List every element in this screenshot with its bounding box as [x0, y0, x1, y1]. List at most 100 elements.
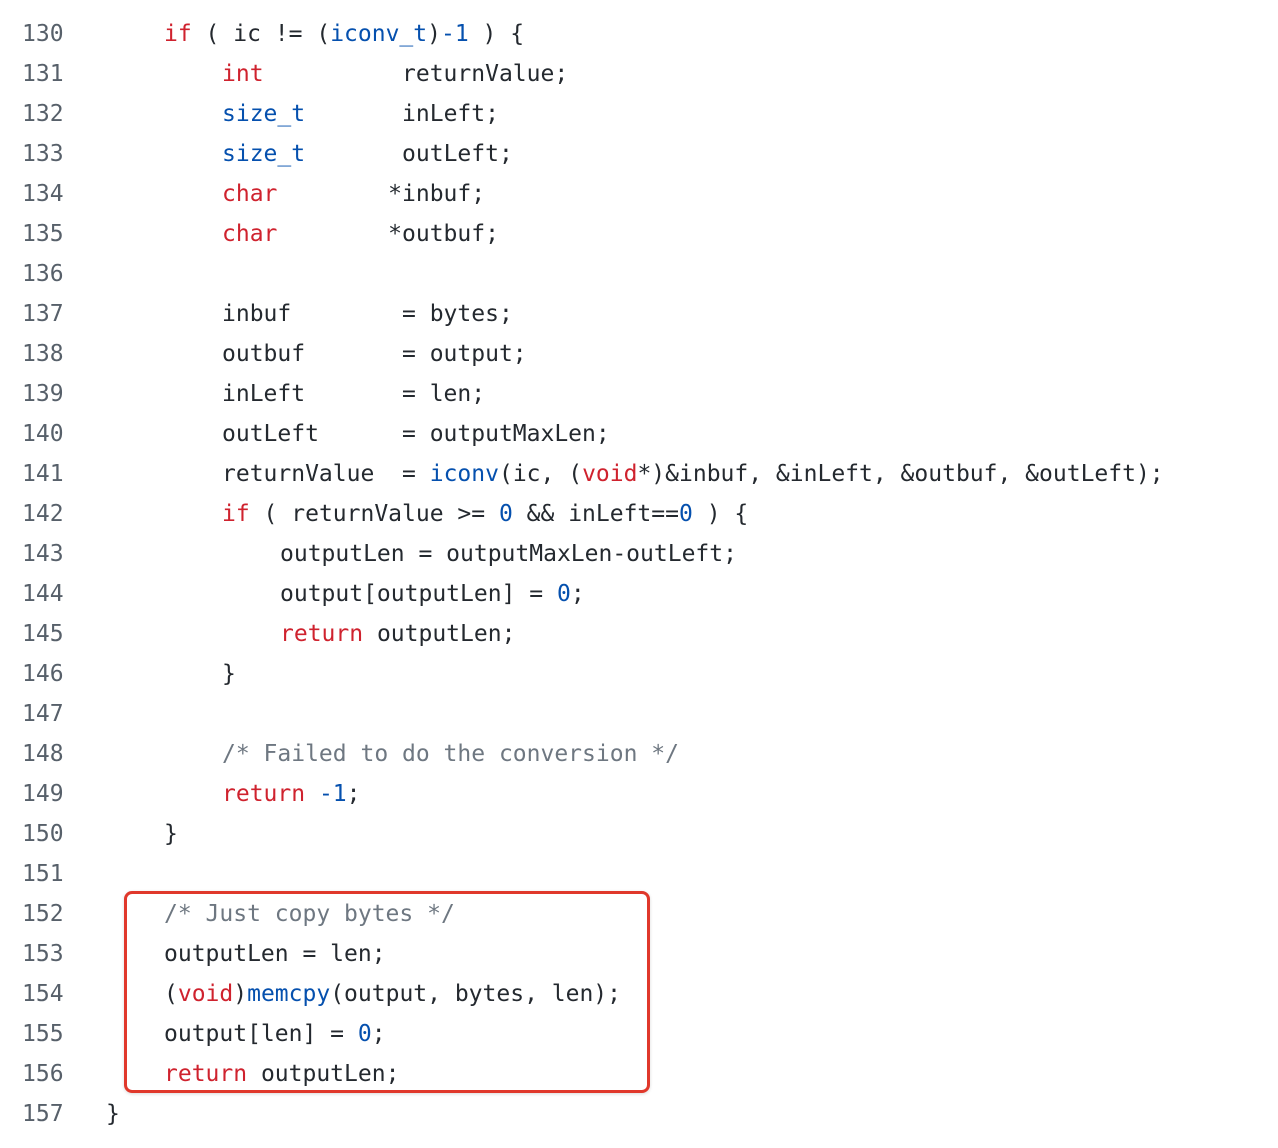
code-token: (ic, (	[498, 461, 583, 487]
code-token: outLeft = outputMaxLen;	[222, 421, 610, 447]
code-token: ) {	[692, 501, 749, 527]
code-line: 147	[0, 694, 1278, 734]
code-line: 151	[0, 854, 1278, 894]
code-token: *outbuf;	[277, 221, 499, 247]
code-token: *)&inbuf, &inLeft, &outbuf, &outLeft);	[637, 461, 1164, 487]
code-token: ) {	[468, 21, 525, 47]
code-text: }	[106, 1094, 120, 1134]
code-token: returnValue =	[222, 461, 430, 487]
code-token: inLeft;	[305, 101, 499, 127]
line-number[interactable]: 141	[22, 461, 64, 487]
code-line: 143 outputLen = outputMaxLen-outLeft;	[0, 534, 1278, 574]
line-number[interactable]: 135	[22, 221, 64, 247]
code-token: inLeft = len;	[222, 381, 486, 407]
code-line: 145 return outputLen;	[0, 614, 1278, 654]
line-number[interactable]: 151	[22, 861, 64, 887]
line-number[interactable]: 152	[22, 901, 64, 927]
line-number[interactable]: 145	[22, 621, 64, 647]
line-number[interactable]: 156	[22, 1061, 64, 1087]
line-number[interactable]: 155	[22, 1021, 64, 1047]
line-number[interactable]: 133	[22, 141, 64, 167]
code-line: 146}	[0, 654, 1278, 694]
code-token: -1	[318, 781, 347, 807]
code-line: 150}	[0, 814, 1278, 854]
code-token: return	[164, 1061, 248, 1087]
code-token: ( returnValue >=	[249, 501, 499, 527]
code-token: iconv_t	[330, 21, 428, 47]
code-line: 154(void)memcpy(output, bytes, len);	[0, 974, 1278, 1014]
code-token: )	[427, 21, 441, 47]
code-text: /* Failed to do the conversion */	[222, 734, 679, 774]
line-number[interactable]: 139	[22, 381, 64, 407]
line-number[interactable]: 150	[22, 821, 64, 847]
line-number[interactable]: 143	[22, 541, 64, 567]
code-token: outputLen;	[247, 1061, 400, 1087]
code-token: memcpy	[247, 981, 331, 1007]
line-number[interactable]: 153	[22, 941, 64, 967]
code-text: return outputLen;	[164, 1054, 399, 1094]
line-number[interactable]: 147	[22, 701, 64, 727]
code-token	[305, 781, 319, 807]
code-token: }	[106, 1101, 120, 1127]
code-token: void	[582, 461, 638, 487]
line-number[interactable]: 132	[22, 101, 64, 127]
code-token: outputLen;	[363, 621, 516, 647]
code-token: ;	[346, 781, 361, 807]
line-number[interactable]: 140	[22, 421, 64, 447]
code-token: outLeft;	[305, 141, 513, 167]
code-line: 137 inbuf = bytes;	[0, 294, 1278, 334]
line-number[interactable]: 144	[22, 581, 64, 607]
line-number[interactable]: 142	[22, 501, 64, 527]
code-line: 152 /* Just copy bytes */	[0, 894, 1278, 934]
code-token: outbuf = output;	[222, 341, 527, 367]
code-token: void	[177, 981, 234, 1007]
code-text: outputLen = len;	[164, 934, 386, 974]
code-text: }	[164, 814, 178, 854]
code-text: }	[222, 654, 236, 694]
line-number[interactable]: 138	[22, 341, 64, 367]
code-line: 153 outputLen = len;	[0, 934, 1278, 974]
code-token: (	[164, 981, 178, 1007]
code-token: ;	[371, 1021, 386, 1047]
code-token: /* Just copy bytes */	[164, 901, 455, 927]
code-text: char *inbuf;	[222, 174, 485, 214]
code-line: 138 outbuf = output;	[0, 334, 1278, 374]
code-text: return outputLen;	[280, 614, 515, 654]
code-line: 156 return outputLen;	[0, 1054, 1278, 1094]
line-number[interactable]: 130	[22, 21, 64, 47]
code-text: (void)memcpy(output, bytes, len);	[164, 974, 621, 1014]
code-token: -1	[440, 21, 469, 47]
line-number[interactable]: 149	[22, 781, 64, 807]
code-text: output[outputLen] = 0;	[280, 574, 585, 614]
code-text: if ( returnValue >= 0 && inLeft==0 ) {	[222, 494, 748, 534]
code-text: size_t outLeft;	[222, 134, 513, 174]
code-line: 140 outLeft = outputMaxLen;	[0, 414, 1278, 454]
line-number[interactable]: 148	[22, 741, 64, 767]
code-text: outputLen = outputMaxLen-outLeft;	[280, 534, 737, 574]
code-token: outputLen = len;	[164, 941, 386, 967]
line-number[interactable]: 157	[22, 1101, 64, 1127]
line-number[interactable]: 131	[22, 61, 64, 87]
code-token: inbuf = bytes;	[222, 301, 513, 327]
code-text: inLeft = len;	[222, 374, 485, 414]
code-line: 134 char *inbuf;	[0, 174, 1278, 214]
line-number[interactable]: 137	[22, 301, 64, 327]
code-line: 148 /* Failed to do the conversion */	[0, 734, 1278, 774]
code-text: output[len] = 0;	[164, 1014, 386, 1054]
code-text: inbuf = bytes;	[222, 294, 513, 334]
code-text: outbuf = output;	[222, 334, 527, 374]
code-line: 142 if ( returnValue >= 0 && inLeft==0 ) …	[0, 494, 1278, 534]
line-number[interactable]: 134	[22, 181, 64, 207]
line-number[interactable]: 154	[22, 981, 64, 1007]
line-number[interactable]: 146	[22, 661, 64, 687]
code-text: int returnValue;	[222, 54, 568, 94]
line-number[interactable]: 136	[22, 261, 64, 287]
code-token: )	[233, 981, 248, 1007]
code-token: output[len] =	[164, 1021, 358, 1047]
